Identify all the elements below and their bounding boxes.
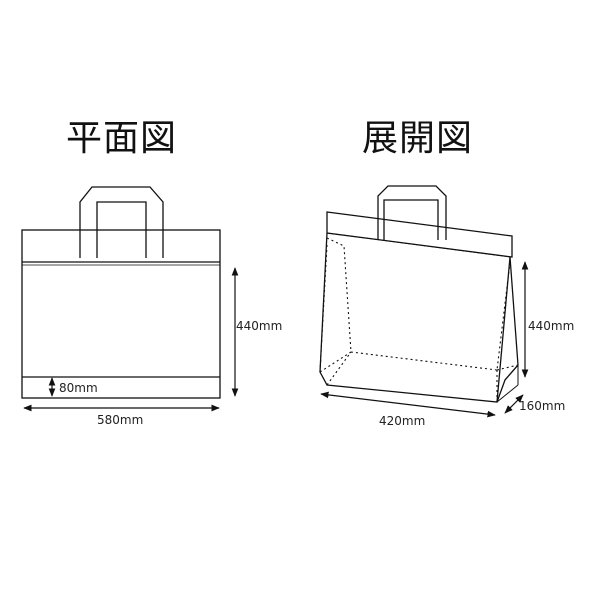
plan-height-label: 440mm	[236, 319, 282, 333]
dev-hidden-lines	[319, 237, 519, 402]
development-view	[319, 185, 519, 403]
dev-top-band	[326, 211, 513, 258]
dev-width-label: 420mm	[379, 414, 425, 428]
plan-handle	[79, 186, 164, 258]
dev-depth-label: 160mm	[519, 399, 565, 413]
plan-bag-body	[21, 229, 221, 399]
development-view-title: 展開図	[362, 118, 474, 159]
plan-view	[21, 186, 221, 399]
dev-handle	[377, 185, 447, 240]
dev-width-dimension	[320, 391, 496, 418]
plan-view-title: 平面図	[66, 118, 178, 159]
dev-height-label: 440mm	[528, 319, 574, 333]
plan-width-label: 580mm	[97, 413, 143, 427]
plan-gusset-label: 80mm	[59, 381, 98, 395]
dev-depth-dimension	[504, 394, 524, 414]
